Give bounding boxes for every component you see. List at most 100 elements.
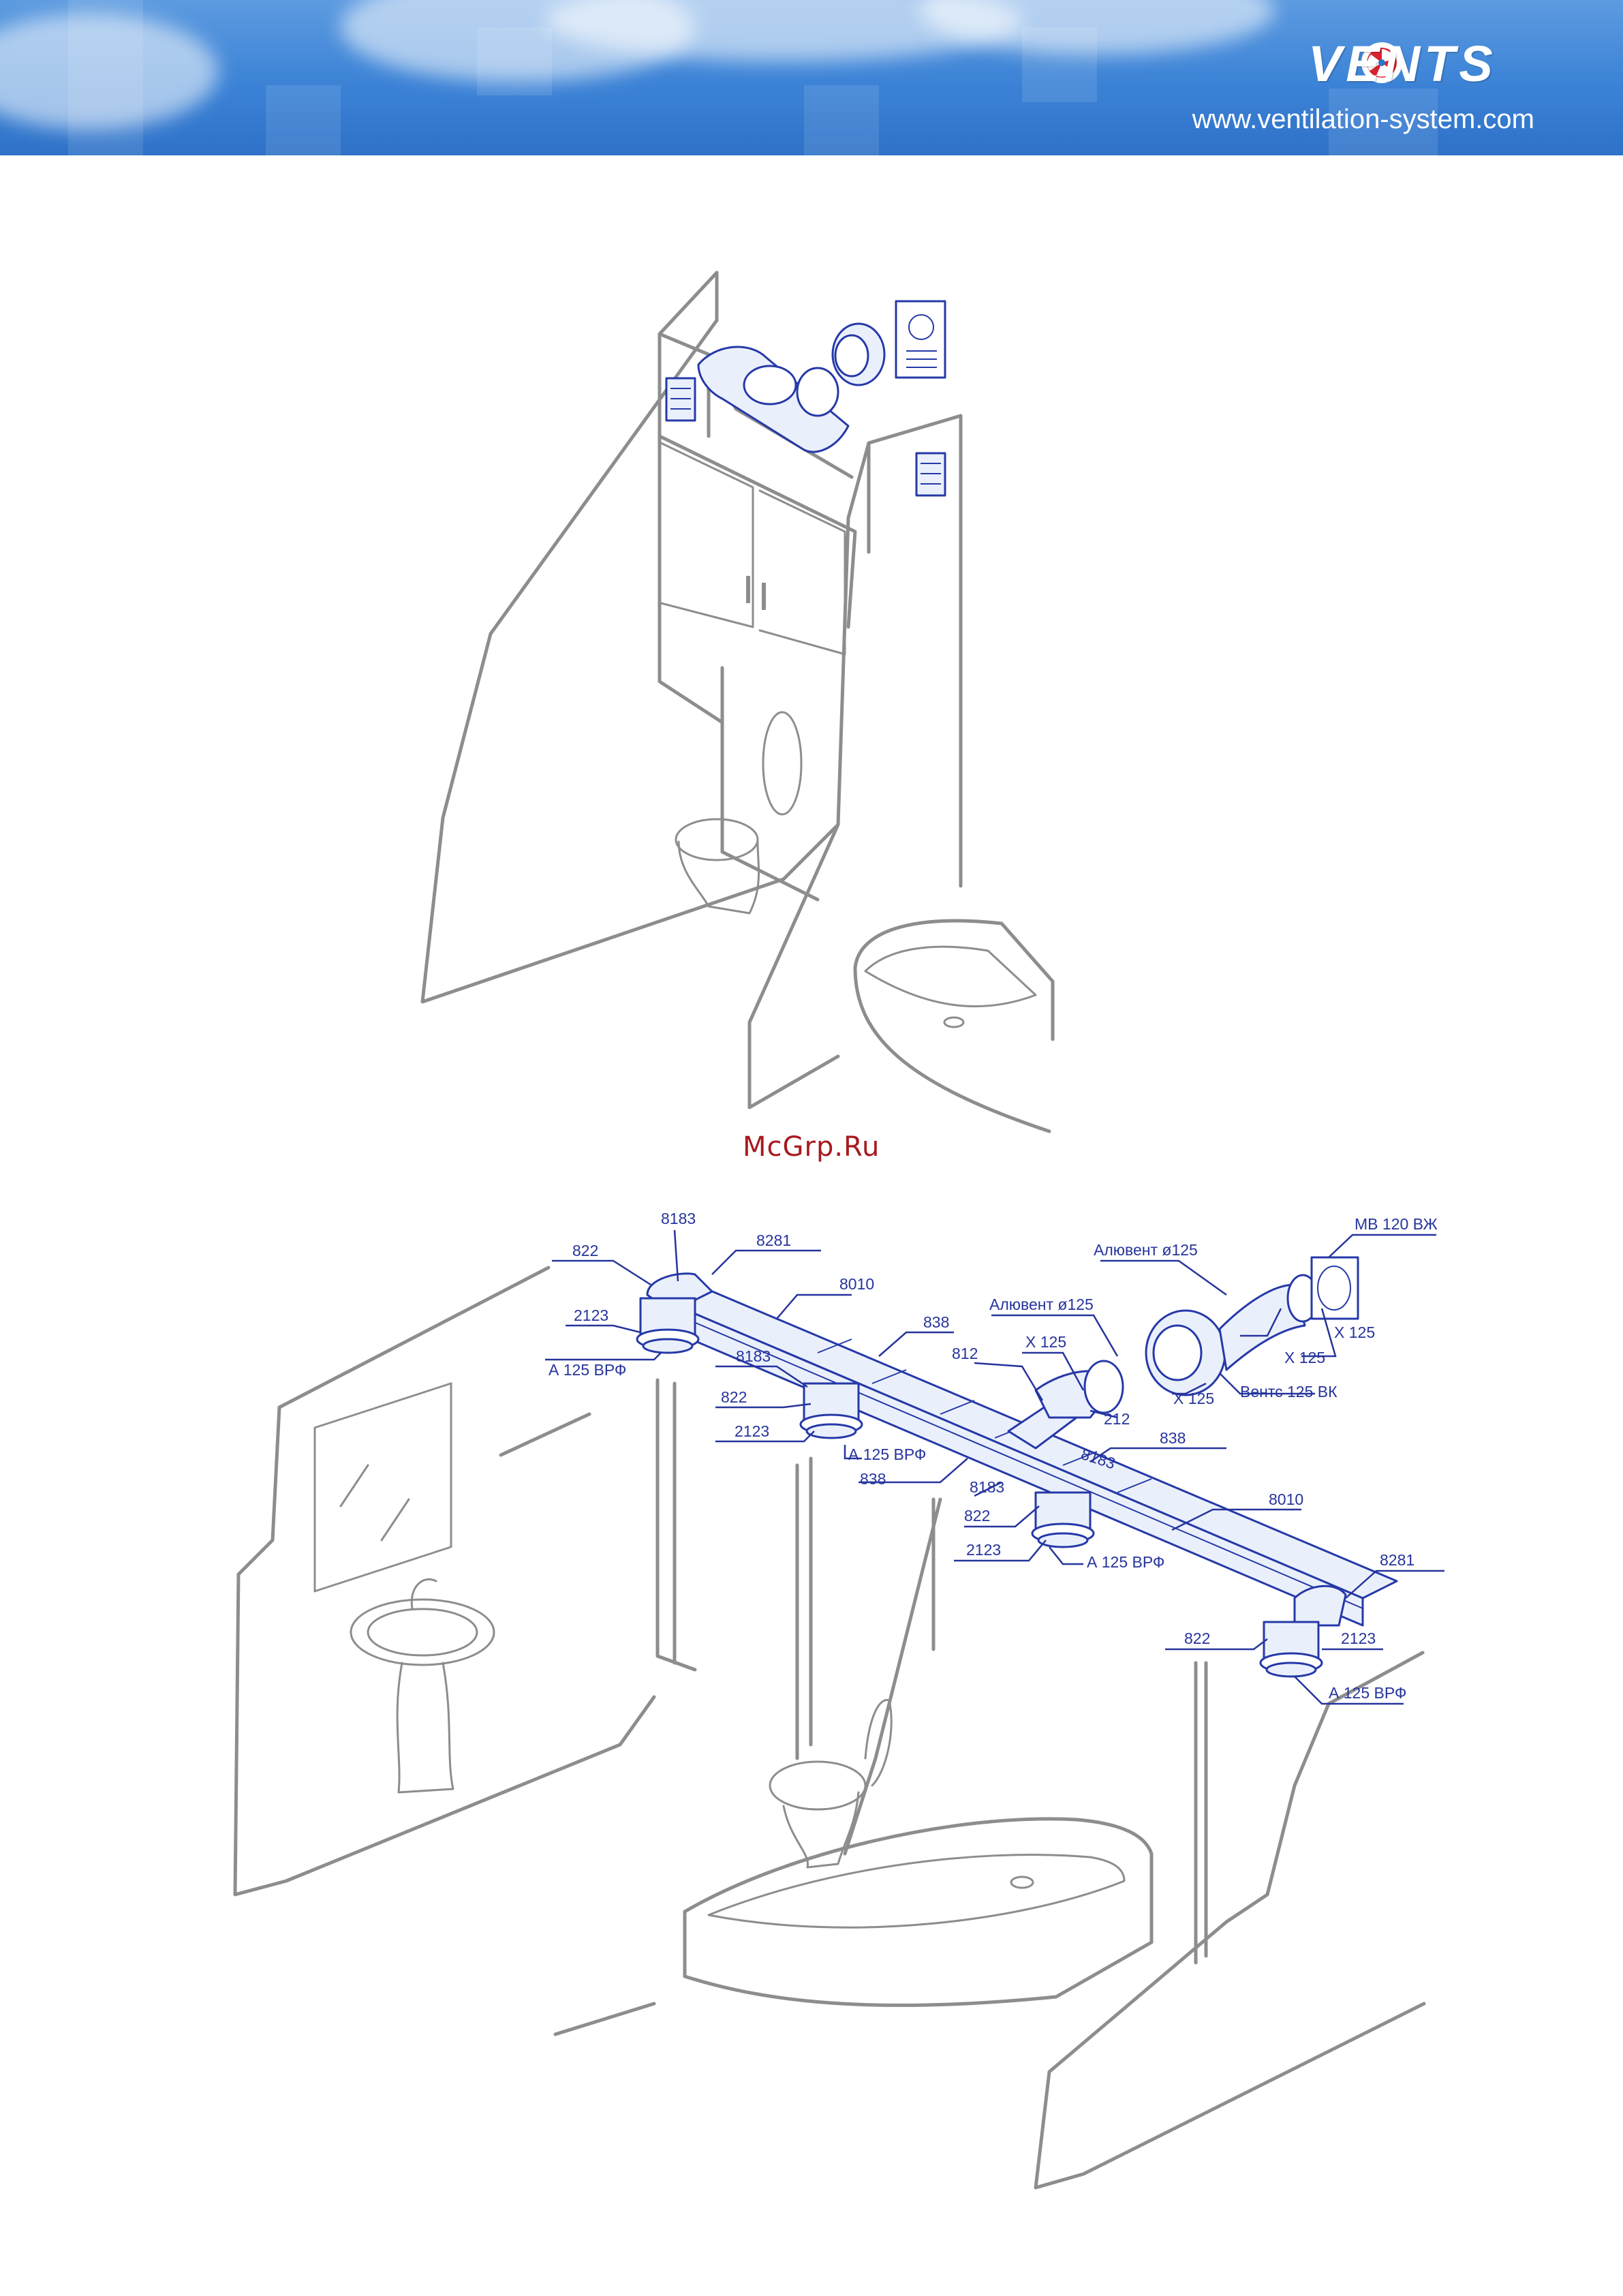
- bathtub-inner: [709, 1855, 1124, 1928]
- label-8281: 8281: [756, 1231, 791, 1249]
- label-2123: 2123: [966, 1541, 1001, 1559]
- flex-duct-a: [1036, 1371, 1117, 1418]
- sink-pedestal: [397, 1663, 453, 1792]
- right-partition-front: [749, 443, 869, 1107]
- label-a125-vrf: А 125 ВРФ: [1087, 1553, 1164, 1571]
- flex-duct-b: [1220, 1285, 1305, 1370]
- diffuser-b: [801, 1383, 862, 1438]
- bathtub-rim: [685, 1819, 1151, 1942]
- toilet-lid: [763, 712, 801, 814]
- toilet-bowl: [770, 1762, 865, 1809]
- label-8183: 8183: [736, 1347, 771, 1365]
- header-banner: VENTS www.ventilation-system.com: [0, 0, 1623, 155]
- diffuser-d: [1261, 1622, 1322, 1677]
- sink-faucet: [412, 1579, 436, 1608]
- label-mb120: МВ 120 ВЖ: [1355, 1215, 1438, 1233]
- label-8010: 8010: [839, 1275, 874, 1293]
- label-aluvent: Алювент ø125: [1094, 1241, 1198, 1259]
- bathtub-drain: [944, 1017, 963, 1027]
- label-838: 838: [923, 1313, 949, 1331]
- grille-right: [916, 453, 945, 495]
- grille-fan-icon: [909, 315, 933, 339]
- label-x125: Х 125: [1284, 1349, 1325, 1366]
- cabinet-front-top: [660, 436, 855, 627]
- label-822: 822: [572, 1242, 598, 1259]
- inline-fan: [833, 324, 884, 385]
- wall-grille: [896, 301, 945, 378]
- duct-adapter-812: [1008, 1404, 1077, 1448]
- bathtub-front: [855, 968, 1049, 1131]
- bathtub-inner: [865, 947, 1036, 1007]
- mirror-shine: [341, 1465, 368, 1506]
- banner-tile: [266, 85, 341, 155]
- door-handle: [746, 576, 750, 603]
- wall-top-edge: [660, 273, 717, 334]
- label-822: 822: [964, 1507, 990, 1525]
- label-8183: 8183: [661, 1210, 696, 1227]
- cabinet-door-left: [661, 443, 753, 627]
- sink-basin: [351, 1599, 494, 1665]
- diffuser-c: [1032, 1493, 1094, 1547]
- label-x125: Х 125: [1334, 1323, 1375, 1341]
- brand-name: VENTS: [1308, 37, 1497, 91]
- bathtub-front: [685, 1912, 1151, 2005]
- label-a125-vrf: А 125 ВРФ: [548, 1361, 626, 1379]
- banner-tile: [804, 85, 879, 155]
- elbow-8281-left: [647, 1274, 712, 1312]
- door-frame-left: [658, 1380, 695, 1670]
- right-partition-top: [869, 416, 961, 886]
- door-handle: [762, 583, 766, 610]
- label-822: 822: [1184, 1629, 1210, 1647]
- mirror-shine: [382, 1499, 409, 1540]
- label-822: 822: [721, 1388, 747, 1406]
- partition-edge: [845, 1499, 940, 1854]
- elbow-8281-right: [1295, 1586, 1346, 1625]
- fan-inlet: [1154, 1326, 1201, 1380]
- label-212: 212: [1104, 1410, 1130, 1428]
- label-8183: 8183: [970, 1478, 1004, 1496]
- label-x125: Х 125: [1173, 1390, 1214, 1407]
- cloud: [0, 14, 218, 129]
- toilet-niche: [722, 668, 818, 900]
- inline-fan-vents-125: [1146, 1311, 1225, 1395]
- inline-fan-inlet: [835, 335, 868, 376]
- label-838: 838: [1160, 1429, 1186, 1447]
- website-url: www.ventilation-system.com: [1166, 102, 1534, 136]
- label-x125: Х 125: [1025, 1333, 1066, 1351]
- duct-coupling: [797, 368, 838, 416]
- duct-clamp: [1288, 1275, 1318, 1321]
- label-812: 812: [952, 1345, 978, 1362]
- watermark: McGrp.Ru: [743, 1131, 880, 1163]
- label-a125-vrf: А 125 ВРФ: [848, 1445, 926, 1463]
- label-8183: 8183: [1079, 1445, 1117, 1473]
- label-838: 838: [860, 1470, 886, 1488]
- label-2123: 2123: [574, 1306, 608, 1324]
- label-aluvent: Алювент ø125: [989, 1296, 1094, 1313]
- cabinet-top-back: [660, 334, 852, 477]
- wall-grille-mb120: [1312, 1257, 1358, 1319]
- cabinet-door-right: [760, 491, 845, 654]
- right-wall: [1036, 1653, 1424, 2188]
- label-8281: 8281: [1380, 1551, 1415, 1569]
- towel-rail: [501, 1414, 589, 1455]
- diffuser-a: [637, 1298, 698, 1353]
- floor-edge: [555, 2004, 654, 2034]
- duct-clamp: [1085, 1361, 1123, 1413]
- toilet-base: [679, 842, 759, 913]
- flexible-duct: [698, 347, 848, 452]
- label-a125-vrf: А 125 ВРФ: [1329, 1684, 1406, 1702]
- duct-main-side: [651, 1295, 1363, 1625]
- toilet-base: [784, 1792, 859, 1867]
- left-wall: [235, 1268, 654, 1895]
- cloud: [920, 0, 1274, 55]
- toilet-bowl: [676, 819, 758, 860]
- label-2123: 2123: [1341, 1629, 1376, 1647]
- label-vents-125-vk: Вентс 125 ВК: [1240, 1383, 1338, 1400]
- grille-left: [666, 378, 695, 420]
- label-2123: 2123: [735, 1422, 769, 1440]
- mirror: [315, 1383, 451, 1591]
- sink-bowl: [368, 1609, 477, 1655]
- label-8010: 8010: [1269, 1490, 1303, 1508]
- duct-main-top: [651, 1281, 1397, 1598]
- leader-lines: [545, 1230, 1444, 1704]
